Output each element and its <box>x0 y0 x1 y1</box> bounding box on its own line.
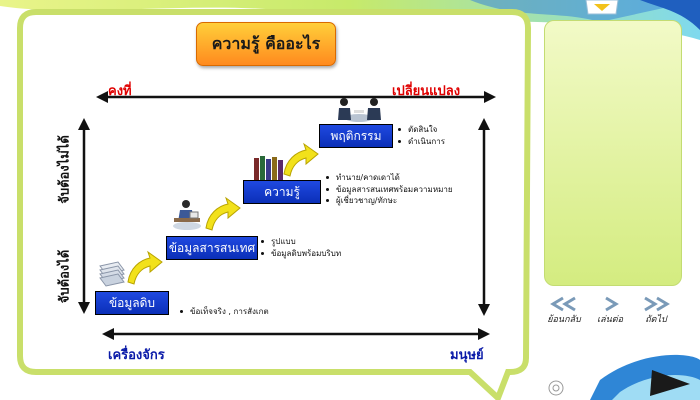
play-button[interactable]: เล่นต่อ <box>594 296 626 326</box>
axis-label-changing: เปลี่ยนแปลง <box>392 84 461 99</box>
list-item: ทำนาย/คาดเดาได้ <box>326 172 453 184</box>
axis-label-human: มนุษย์ <box>450 348 484 363</box>
list-item: ข้อมูลดิบพร้อมบริบท <box>261 248 341 260</box>
axis-label-machine: เครื่องจักร <box>108 348 165 363</box>
top-corner-icon <box>585 0 619 15</box>
axis-label-static: คงที่ <box>108 84 132 99</box>
play-label: เล่นต่อ <box>597 315 623 325</box>
person-at-desk-icon <box>173 200 201 230</box>
double-chevron-right-icon <box>644 296 670 312</box>
list-item: รูปแบบ <box>261 236 341 248</box>
behavior-bullets: ตัดสินใจ ดำเนินการ <box>398 124 445 147</box>
list-item: ผู้เชี่ยวชาญ/ทักษะ <box>326 195 453 207</box>
step-knowledge: ความรู้ <box>243 180 321 204</box>
step-raw-data: ข้อมูลดิบ <box>95 291 169 315</box>
side-panel <box>544 20 682 286</box>
chevron-right-icon <box>605 296 619 312</box>
double-chevron-left-icon <box>550 296 576 312</box>
information-bullets: รูปแบบ ข้อมูลดิบพร้อมบริบท <box>261 236 341 259</box>
meeting-people-icon <box>338 98 381 122</box>
step-information: ข้อมูลสารสนเทศ <box>166 236 258 260</box>
knowledge-bullets: ทำนาย/คาดเดาได้ ข้อมูลสารสนเทศพร้อมความห… <box>326 172 453 207</box>
next-label: ถัดไป <box>645 315 667 325</box>
list-item: ข้อมูลสารสนเทศพร้อมความหมาย <box>326 184 453 196</box>
next-button[interactable]: ถัดไป <box>638 296 674 326</box>
raw-data-bullets: ข้อเท็จจริง , การสังเกต <box>180 306 269 318</box>
back-label: ย้อนกลับ <box>547 315 581 325</box>
list-item: ตัดสินใจ <box>398 124 445 136</box>
paper-stack-icon <box>99 261 125 287</box>
step-behavior: พฤติกรรม <box>319 124 393 148</box>
list-item: ข้อเท็จจริง , การสังเกต <box>180 306 269 318</box>
books-icon <box>254 156 283 180</box>
back-button[interactable]: ย้อนกลับ <box>546 296 582 326</box>
page-title: ความรู้ คืออะไร <box>196 22 336 66</box>
list-item: ดำเนินการ <box>398 136 445 148</box>
